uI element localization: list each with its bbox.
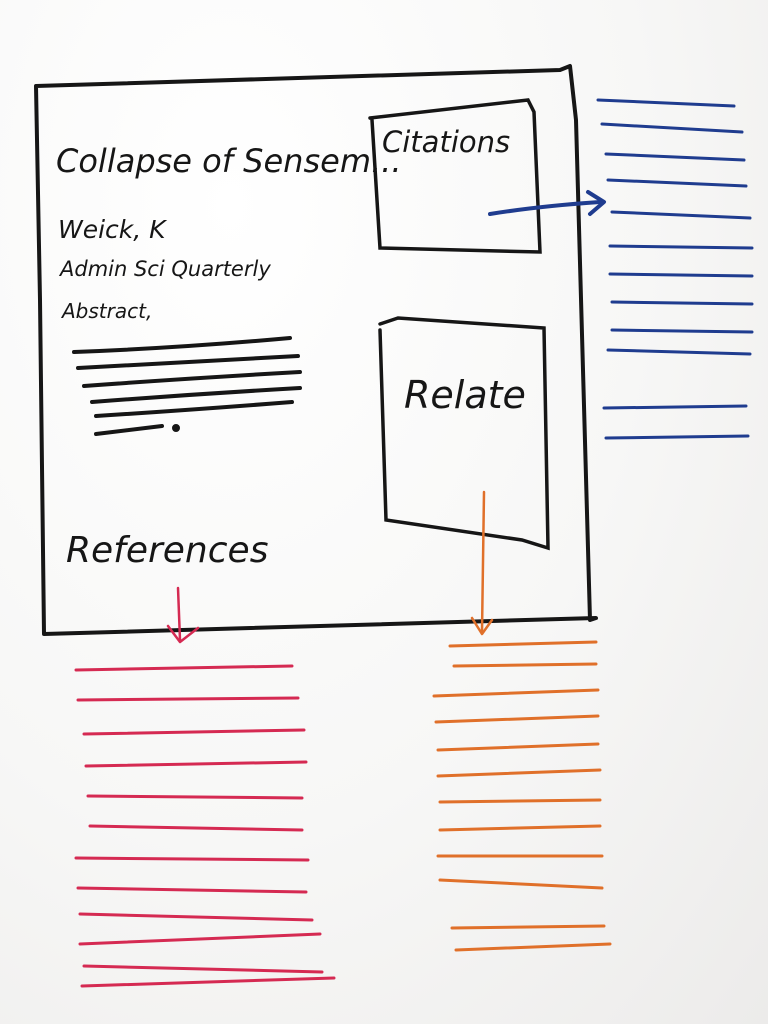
citations-arrow — [488, 200, 602, 216]
references-list-line — [84, 760, 308, 768]
related-list — [432, 640, 612, 952]
citations-list-line — [610, 328, 754, 334]
related-list-line — [436, 742, 600, 752]
paper-author: Weick, K — [58, 215, 168, 244]
related-label: Relate — [404, 373, 526, 417]
paper-title: Collapse of Sensem... — [56, 142, 402, 180]
related-list-line — [450, 924, 606, 930]
references-list-line — [88, 824, 304, 832]
citations-list-line — [604, 152, 746, 162]
references-list-line — [82, 728, 306, 736]
abstract-line — [90, 386, 302, 404]
related-list-line — [438, 824, 602, 832]
citations-list-line — [608, 272, 754, 278]
abstract-line — [72, 336, 292, 354]
related-box — [378, 316, 550, 551]
citations-label: Citations — [382, 125, 510, 159]
references-list-line — [82, 964, 324, 974]
citations-list-line — [604, 434, 750, 440]
references-list-line — [78, 912, 314, 922]
related-list-line — [432, 688, 600, 698]
citations-list — [596, 98, 754, 440]
citations-list-line — [600, 122, 744, 134]
abstract-line — [82, 370, 302, 388]
related-list-line — [438, 798, 602, 804]
citations-list-line — [606, 178, 748, 188]
related-arrow — [480, 490, 486, 634]
abstract-line — [94, 424, 164, 436]
references-arrow — [176, 586, 182, 642]
citations-box — [368, 98, 542, 254]
references-list-line — [76, 696, 300, 702]
abstract-line — [76, 354, 300, 370]
references-list-line — [80, 976, 336, 988]
related-list-line — [438, 878, 604, 890]
related-list-line — [452, 662, 598, 668]
citations-list-line — [596, 98, 736, 108]
references-list-line — [86, 794, 304, 800]
citations-list-line — [606, 348, 752, 356]
references-label: References — [66, 530, 268, 571]
citations-list-line — [610, 210, 752, 220]
abstract-line — [94, 400, 294, 418]
related-list-line — [454, 942, 612, 952]
abstract-dot — [172, 424, 180, 432]
references-list-line — [76, 886, 308, 894]
abstract-label: Abstract, — [60, 299, 152, 323]
citations-list-line — [610, 300, 754, 306]
references-list — [74, 664, 336, 988]
related-arrow-head — [470, 616, 494, 636]
related-list-line — [434, 714, 600, 724]
references-arrow-head — [166, 624, 200, 644]
abstract-lines — [72, 336, 302, 436]
citations-list-line — [608, 244, 754, 250]
paper-page-frame — [34, 64, 598, 636]
references-list-line — [74, 664, 294, 672]
citations-list-line — [602, 404, 748, 410]
related-list-line — [448, 640, 598, 648]
references-list-line — [78, 932, 322, 946]
citations-arrow-head — [586, 190, 606, 216]
references-list-line — [74, 856, 310, 862]
related-list-line — [436, 768, 602, 778]
paper-journal: Admin Sci Quarterly — [58, 257, 271, 281]
